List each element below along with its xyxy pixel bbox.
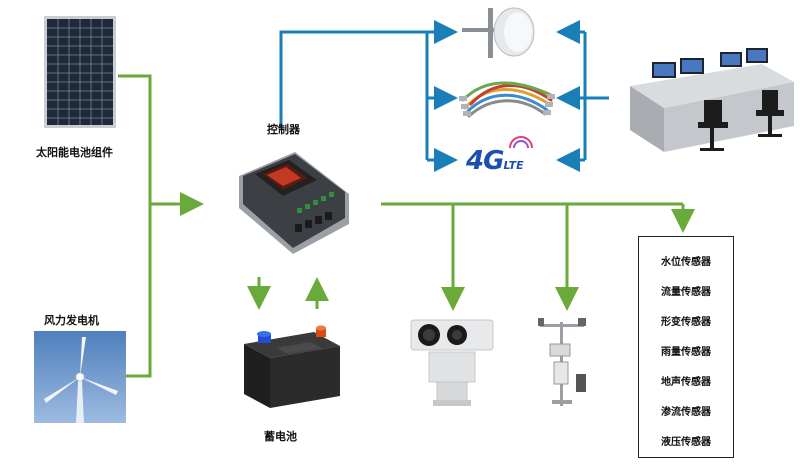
lte-big-text: 4G xyxy=(466,146,504,176)
comm-lines xyxy=(279,20,609,172)
battery-label: 蓄电池 xyxy=(264,430,297,443)
weather-station-icon xyxy=(538,318,586,406)
lte-small-text: LTE xyxy=(503,159,524,172)
cable-bundle-icon xyxy=(459,81,555,118)
charge-controller-icon xyxy=(239,152,349,254)
power-lines xyxy=(118,74,695,378)
sensor-item-water-level: 水位传感器 xyxy=(661,257,711,268)
wind-label: 风力发电机 xyxy=(44,314,99,327)
sensor-item-deformation: 形变传感器 xyxy=(661,317,711,328)
sensor-list-box: 水位传感器 流量传感器 形变传感器 雨量传感器 地声传感器 渗流传感器 液压传感… xyxy=(638,236,734,458)
sensor-item-seepage: 渗流传感器 xyxy=(661,407,711,418)
solar-panel-icon xyxy=(44,16,116,128)
sensor-item-ground-sound: 地声传感器 xyxy=(661,377,711,388)
control-desk-icon xyxy=(630,48,794,152)
antenna-icon xyxy=(462,7,535,58)
sensor-item-rainfall: 雨量传感器 xyxy=(661,347,711,358)
solar-label: 太阳能电池组件 xyxy=(36,146,113,159)
wind-turbine-icon xyxy=(34,331,126,423)
sensor-item-flow: 流量传感器 xyxy=(661,287,711,298)
battery-icon xyxy=(244,325,340,408)
sensor-item-hydraulic: 液压传感器 xyxy=(661,437,711,448)
controller-label: 控制器 xyxy=(267,123,300,136)
sensor-list: 水位传感器 流量传感器 形变传感器 雨量传感器 地声传感器 渗流传感器 液压传感… xyxy=(639,237,733,458)
lte-logo-icon: 4GLTE xyxy=(466,136,533,176)
ptz-camera-icon xyxy=(410,319,494,406)
